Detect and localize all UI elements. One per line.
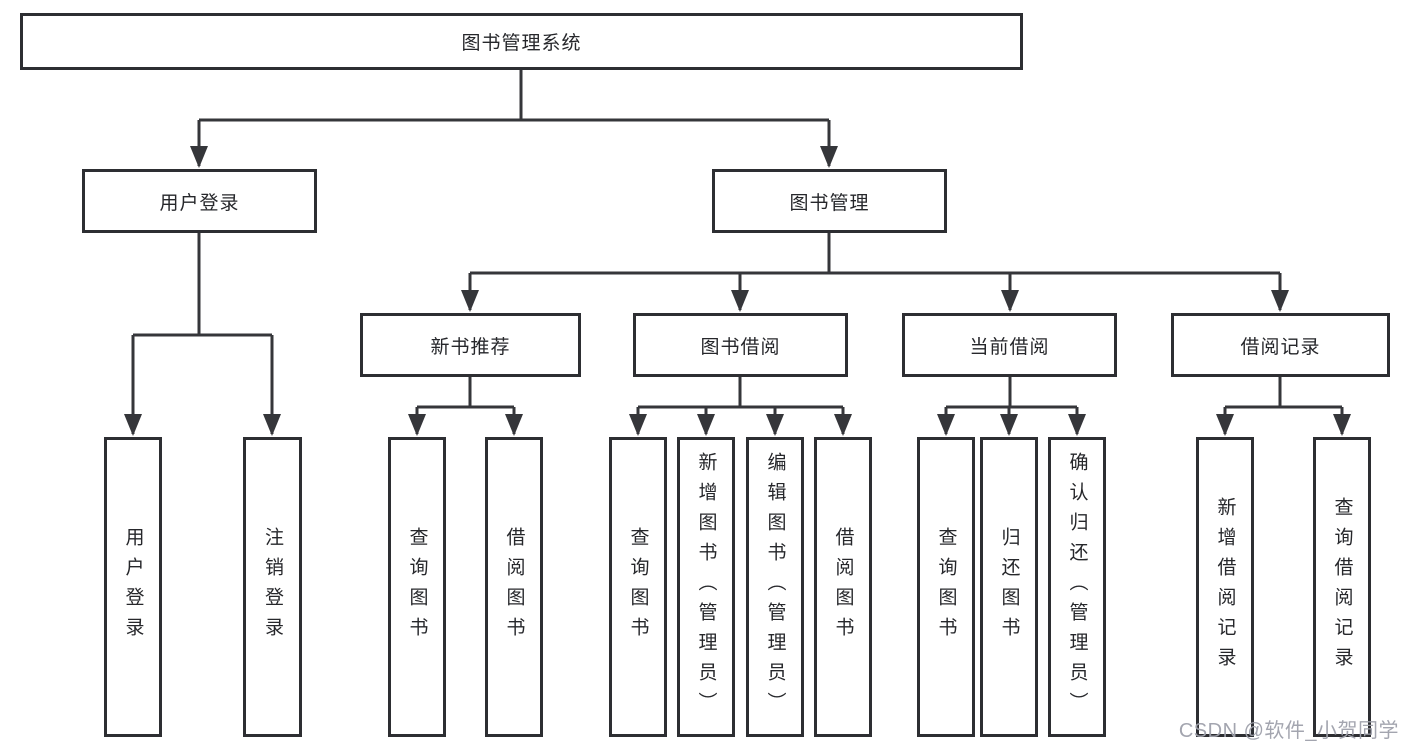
leaf-return-books: 归还图书: [980, 437, 1038, 737]
leaf-label: 查询图书: [406, 527, 428, 647]
node-label: 图书借阅: [700, 336, 781, 358]
leaf-add-books-admin: 新增图书（管理员）: [677, 437, 735, 737]
leaf-borrow-books: 借阅图书: [814, 437, 872, 737]
leaf-label: 归还图书: [998, 527, 1020, 647]
node-borrow-records: 借阅记录: [1171, 313, 1390, 377]
csdn-watermark: CSDN @软件_小贺同学: [1178, 720, 1399, 742]
node-current-borrow: 当前借阅: [902, 313, 1117, 377]
node-new-book-recommend: 新书推荐: [360, 313, 581, 377]
connector-root-to-level2: [190, 70, 838, 168]
node-label: 新书推荐: [430, 336, 511, 358]
connector-current-borrow-to-leaves: [937, 377, 1086, 436]
leaf-label: 新增借阅记录: [1214, 497, 1236, 677]
node-label: 当前借阅: [969, 336, 1050, 358]
node-label: 图书管理: [789, 192, 870, 214]
connector-new-book-recommend-to-leaves: [408, 377, 523, 436]
leaf-label: 用户登录: [122, 527, 144, 647]
leaf-logout: 注销登录: [243, 437, 302, 737]
connector-book-borrow-to-leaves: [629, 377, 852, 436]
leaf-label: 查询图书: [627, 527, 649, 647]
leaf-label: 借阅图书: [503, 527, 525, 647]
leaf-query-books-recommend: 查询图书: [388, 437, 446, 737]
leaf-label: 新增图书（管理员）: [695, 452, 717, 722]
connector-book-management-to-level3: [461, 233, 1289, 312]
leaf-label: 确认归还（管理员）: [1066, 452, 1088, 722]
node-root-library-management-system: 图书管理系统: [20, 13, 1023, 70]
node-book-management: 图书管理: [712, 169, 947, 233]
leaf-query-books-borrow: 查询图书: [609, 437, 667, 737]
leaf-query-borrow-record: 查询借阅记录: [1313, 437, 1371, 737]
leaf-edit-books-admin: 编辑图书（管理员）: [746, 437, 804, 737]
leaf-label: 查询借阅记录: [1331, 497, 1353, 677]
connector-user-login-to-leaves: [124, 233, 281, 436]
node-label: 用户登录: [159, 192, 240, 214]
leaf-label: 注销登录: [262, 527, 283, 647]
node-label: 图书管理系统: [461, 33, 582, 54]
leaf-user-login: 用户登录: [104, 437, 162, 737]
leaf-label: 查询图书: [935, 527, 957, 647]
leaf-label: 编辑图书（管理员）: [764, 452, 786, 722]
leaf-add-borrow-record: 新增借阅记录: [1196, 437, 1254, 737]
node-user-login: 用户登录: [82, 169, 317, 233]
leaf-query-books-current: 查询图书: [917, 437, 975, 737]
leaf-label: 借阅图书: [832, 527, 854, 647]
leaf-borrow-books-recommend: 借阅图书: [485, 437, 543, 737]
node-label: 借阅记录: [1240, 336, 1321, 358]
leaf-confirm-return-admin: 确认归还（管理员）: [1048, 437, 1106, 737]
connector-borrow-records-to-leaves: [1216, 377, 1351, 436]
node-book-borrow: 图书借阅: [633, 313, 848, 377]
